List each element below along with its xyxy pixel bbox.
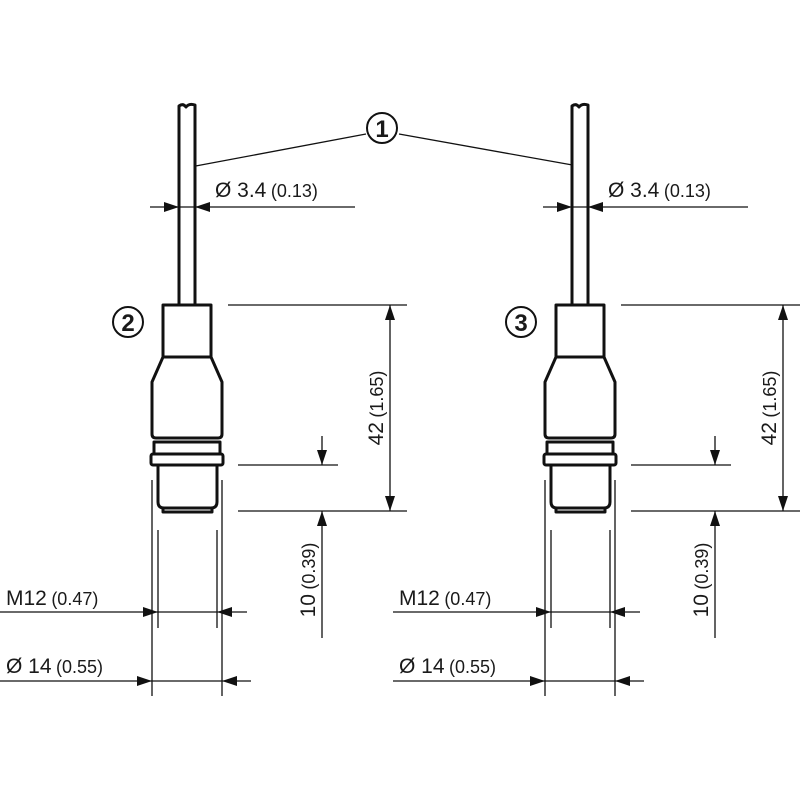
callout-cable: 1 bbox=[366, 112, 398, 144]
callout-cable-number: 1 bbox=[375, 116, 388, 143]
cable-diameter-label: Ø 3.4 (0.13) bbox=[215, 179, 318, 202]
nut-diameter-label: Ø 14 (0.55) bbox=[399, 655, 496, 678]
thread-length-label: 10 (0.39) bbox=[297, 543, 320, 618]
leader-line-left bbox=[184, 133, 367, 169]
length-label: 42 (1.65) bbox=[365, 371, 388, 446]
cable-diameter-label: Ø 3.4 (0.13) bbox=[608, 179, 711, 202]
callout-connector-left: 2 bbox=[121, 310, 134, 337]
thread-length-label: 10 (0.39) bbox=[690, 543, 713, 618]
leader-line-right bbox=[398, 133, 579, 167]
connector-right: 3 Ø 3.4 (0.13) M12 (0.47) Ø 14 (0.55) 42… bbox=[391, 102, 800, 698]
connector-left: 2 Ø 3.4 (0.13) M12 (0.47) Ø 14 (0.55) 42… bbox=[0, 102, 409, 698]
thread-label: M12 (0.47) bbox=[6, 587, 98, 610]
nut-diameter-label: Ø 14 (0.55) bbox=[6, 655, 103, 678]
callout-connector-right: 3 bbox=[514, 310, 527, 337]
length-label: 42 (1.65) bbox=[758, 371, 781, 446]
thread-label: M12 (0.47) bbox=[399, 587, 491, 610]
